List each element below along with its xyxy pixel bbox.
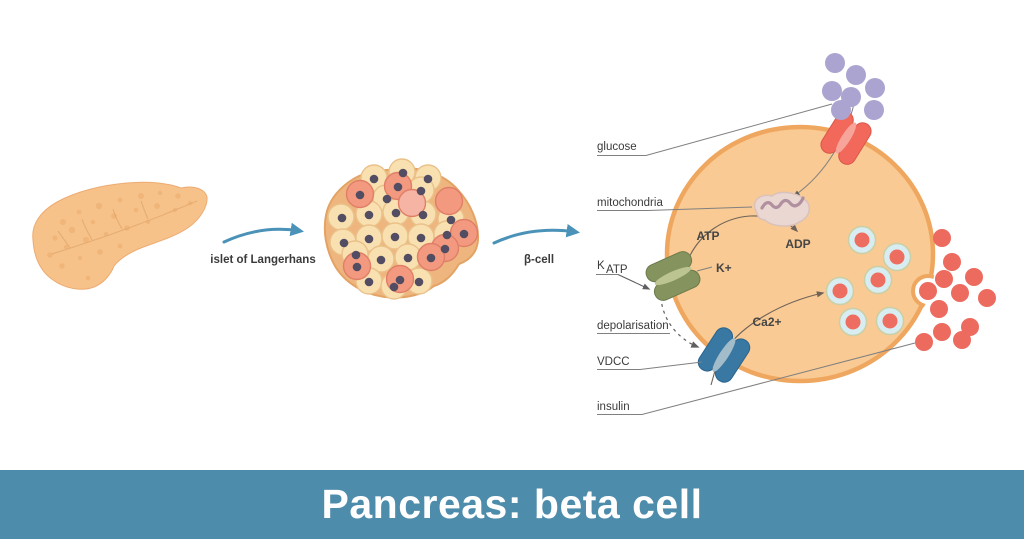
katp-label-subscript: ATP <box>606 264 628 276</box>
adp-label: ADP <box>785 237 810 251</box>
glut-transporter-channel <box>820 111 872 165</box>
glucose-label: glucose <box>597 141 637 153</box>
katp-pointer-arrow <box>617 274 651 290</box>
beta-cell-illustration <box>645 103 936 386</box>
page-title: Pancreas: beta cell <box>321 481 703 527</box>
flow-arrow-islet: islet of Langerhans <box>210 222 316 266</box>
islet-of-langerhans-illustration <box>323 158 480 300</box>
glucose-leader <box>597 103 833 156</box>
ca2-plus-label: Ca2+ <box>752 315 781 329</box>
title-bar: Pancreas: beta cell <box>0 470 1024 539</box>
pancreatic-duct <box>51 200 198 255</box>
k-plus-label: K+ <box>716 261 732 275</box>
katp-label: K <box>597 260 605 272</box>
insulin-granules <box>825 225 912 337</box>
depolarisation-label: depolarisation <box>597 320 669 332</box>
atp-label: ATP <box>696 229 719 243</box>
vdcc-label: VDCC <box>597 356 630 368</box>
secreted-insulin-molecules <box>915 229 996 351</box>
islet-nuclei <box>337 168 469 292</box>
islet-arrow-label: islet of Langerhans <box>210 254 315 266</box>
mitochondria-organelle <box>753 191 811 227</box>
arrow-right-icon <box>492 223 581 245</box>
insulin-leader <box>597 342 916 415</box>
glucose-molecules <box>822 53 885 120</box>
beta-cell-arrow-label: β-cell <box>524 254 554 266</box>
arrow-right-icon <box>222 222 304 244</box>
pancreas-illustration <box>32 181 208 290</box>
mitochondria-label: mitochondria <box>597 197 663 209</box>
insulin-label: insulin <box>597 401 630 413</box>
pancreas-body <box>32 181 208 290</box>
katp-channel <box>645 251 701 301</box>
leader-lines <box>596 103 916 415</box>
mitochondria-leader <box>597 206 753 211</box>
flow-arrow-beta-cell: β-cell <box>492 223 581 266</box>
vdcc-leader <box>597 361 703 370</box>
k-plus-line <box>696 266 713 272</box>
pancreas-texture <box>47 190 193 281</box>
cell-text-labels: glucose mitochondria K ATP depolarisatio… <box>597 141 811 413</box>
vdcc-channel <box>697 327 751 383</box>
beta-cell-diagram: islet of Langerhans <box>32 53 996 415</box>
